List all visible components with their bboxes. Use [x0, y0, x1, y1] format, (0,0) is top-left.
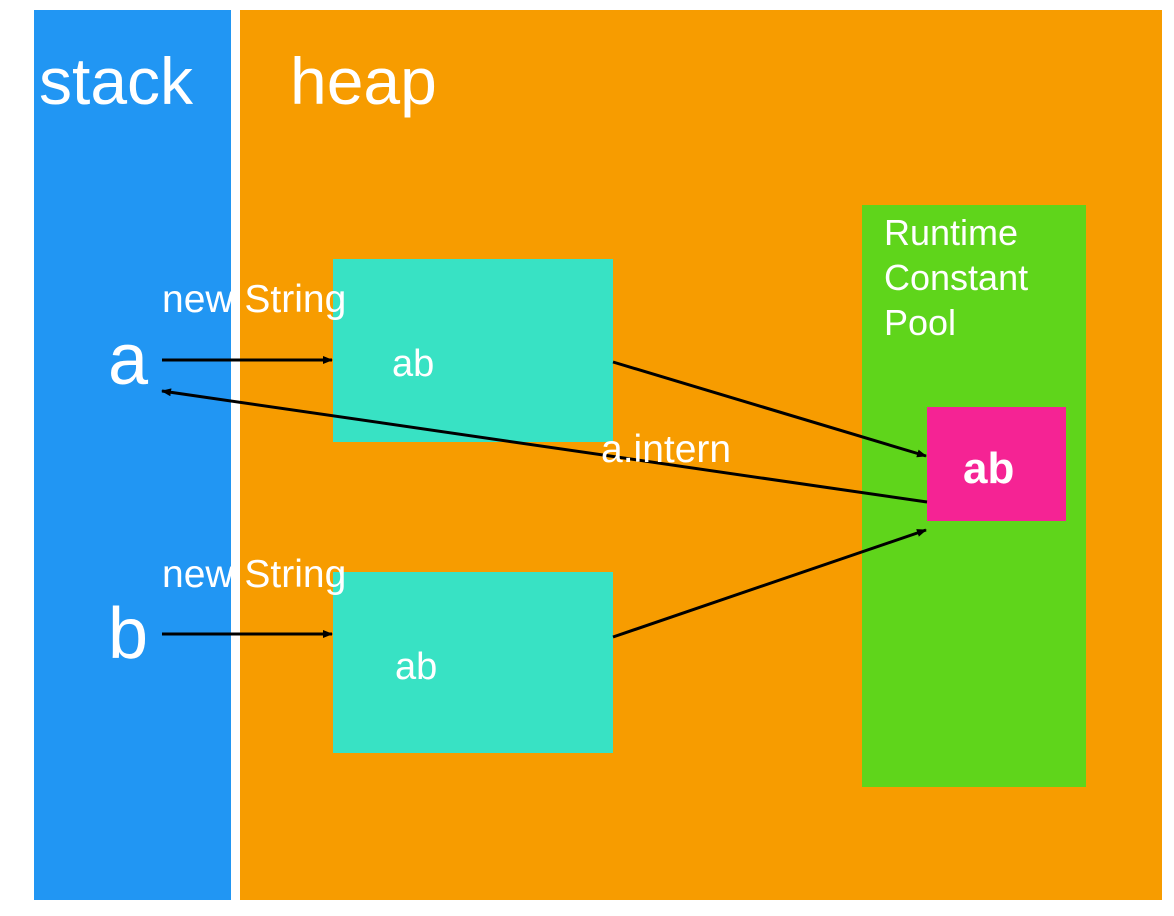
variable-a: a [108, 320, 149, 400]
stack-title: stack [39, 44, 194, 118]
heap-object-a-value: ab [392, 343, 435, 385]
intern-label: a.intern [601, 428, 732, 471]
new-string-label-a: new String [162, 278, 347, 321]
heap-title: heap [290, 44, 437, 118]
pool-entry-value: ab [963, 444, 1015, 493]
pool-title: Runtime Constant Pool [884, 212, 1029, 343]
pool-entry-ab [927, 407, 1066, 521]
heap-object-b [333, 572, 613, 753]
variable-b: b [108, 594, 149, 674]
stack-region [34, 10, 231, 900]
heap-object-a [333, 259, 613, 442]
heap-object-b-value: ab [395, 646, 438, 688]
new-string-label-b: new String [162, 553, 347, 596]
